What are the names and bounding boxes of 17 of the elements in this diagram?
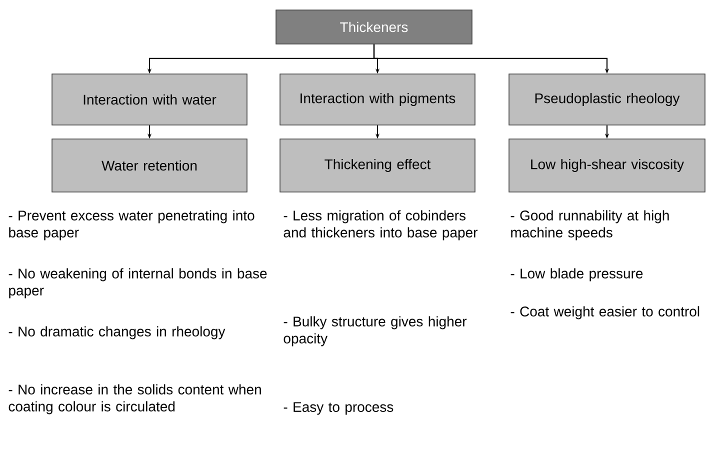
process-box: Low high-shear viscosity [508,138,706,192]
process-box: Pseudoplastic rheology [508,74,706,126]
process-box: Water retention [52,138,248,192]
process-box: Thickening effect [280,138,476,192]
bullet-text: - Good runnability at high machine speeds [510,210,669,240]
title-box: Thickeners [276,10,472,44]
bullet-text: - Low blade pressure [510,268,643,282]
bullet-text: - Prevent excess water penetrating into base paper [8,210,254,240]
bullet-text: - No dramatic changes in rheology [8,326,226,340]
bullet-text: - No increase in the solids content when coating colour is circulated [8,384,261,414]
process-box: Interaction with pigments [280,74,476,126]
bullet-text: - Easy to process [284,402,394,415]
process-box: Interaction with water [52,74,248,126]
bullet-text: - Bulky structure gives higher opacity [284,316,467,346]
bullet-text: - Coat weight easier to control [510,306,700,320]
bullet-text: - Less migration of cobinders and thickeners into base paper [284,210,478,240]
bullet-text: - No weakening of internal bonds in base paper [8,268,267,298]
